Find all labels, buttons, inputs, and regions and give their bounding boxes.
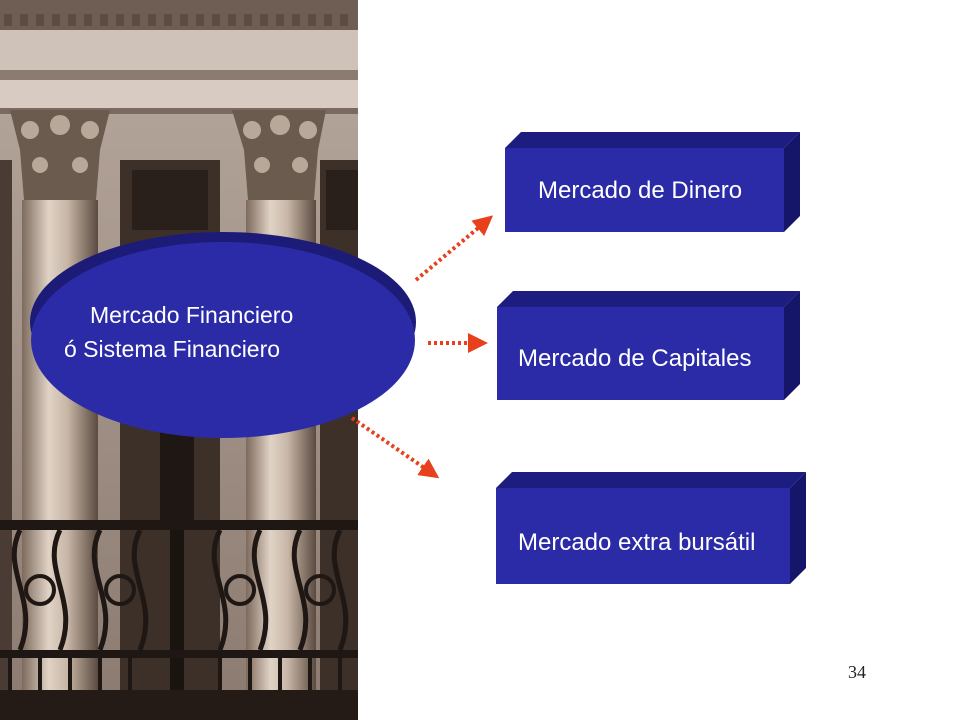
node-mercado-dinero: Mercado de Dinero bbox=[505, 132, 800, 232]
node-label: Mercado extra bursátil bbox=[518, 529, 755, 556]
central-node-line2: ó Sistema Financiero bbox=[64, 336, 280, 362]
node-label: Mercado de Capitales bbox=[518, 345, 751, 372]
page-number: 34 bbox=[848, 662, 866, 682]
arrow-to-extra-bursatil bbox=[350, 416, 440, 479]
central-node: Mercado Financiero ó Sistema Financiero bbox=[30, 232, 416, 438]
node-label: Mercado de Dinero bbox=[538, 177, 742, 204]
node-mercado-capitales: Mercado de Capitales bbox=[497, 291, 800, 400]
arrows bbox=[350, 215, 494, 479]
central-node-line1: Mercado Financiero bbox=[90, 302, 293, 328]
node-mercado-extra-bursatil: Mercado extra bursátil bbox=[496, 472, 806, 584]
arrow-to-dinero bbox=[414, 215, 494, 282]
